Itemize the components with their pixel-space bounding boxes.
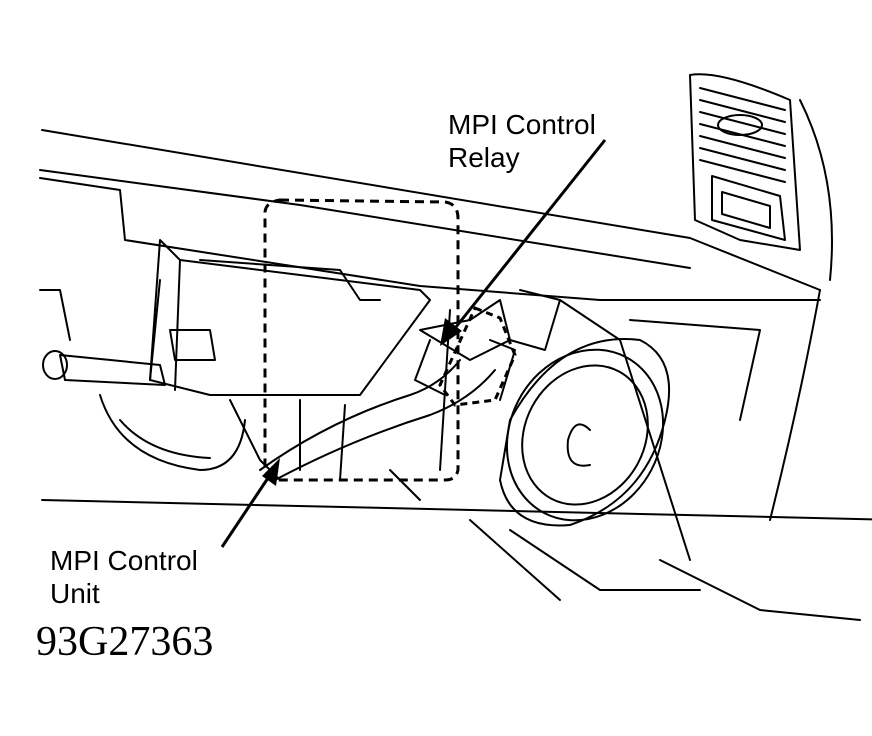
relay-label: MPI Control Relay [448, 108, 596, 174]
wiring [259, 289, 561, 501]
figure-code: 93G27363 [36, 619, 214, 665]
relay-label-line2: Relay [448, 142, 520, 173]
unit-label-line2: Unit [50, 578, 100, 609]
door-trim [469, 289, 861, 621]
relay-dashed-outline [438, 306, 517, 407]
air-vent [689, 73, 833, 281]
unit-label-line1: MPI Control [50, 545, 198, 576]
unit-leader-arrow [220, 458, 280, 548]
dash-top-edge-inner [39, 169, 691, 269]
control-unit-dashed-outline [263, 198, 460, 482]
control-unit-body [39, 239, 872, 521]
dash-top-edge [41, 129, 821, 291]
unit-label: MPI Control Unit [50, 544, 198, 610]
relay-label-line1: MPI Control [448, 109, 596, 140]
relay-leader-arrow [440, 139, 607, 346]
dash-panel-line [39, 177, 821, 301]
